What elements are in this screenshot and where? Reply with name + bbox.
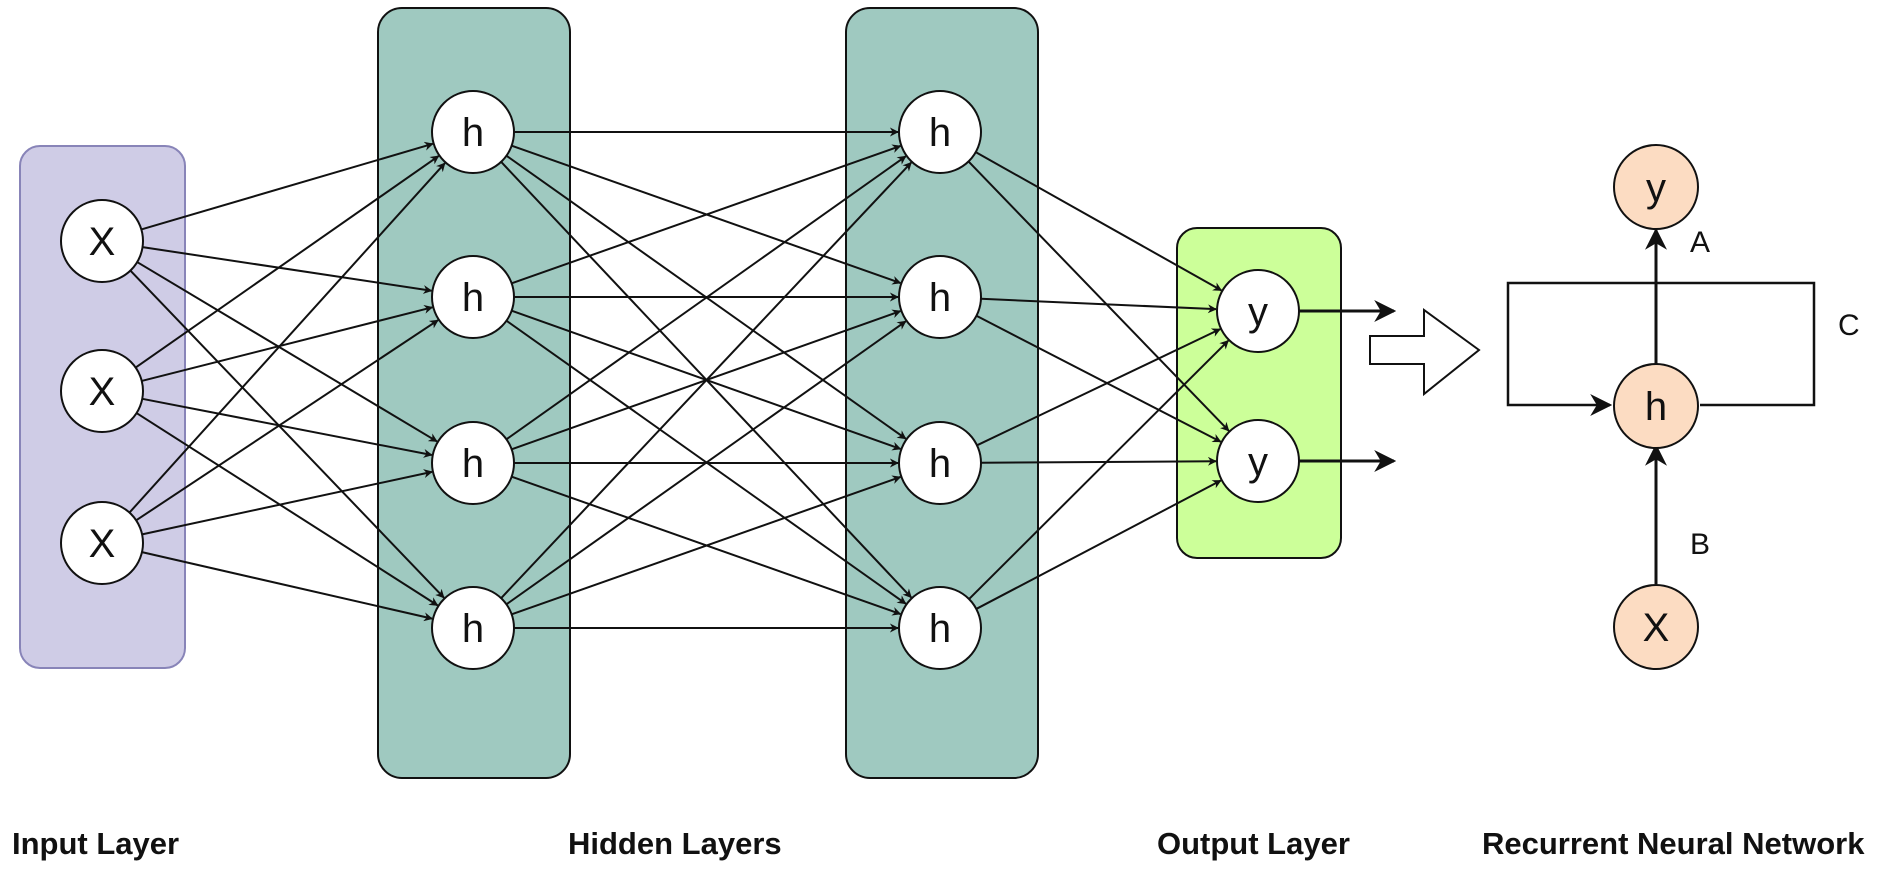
connection-l0-n1-to-n1: [141, 304, 434, 382]
hidden1-node-label: h: [462, 276, 484, 320]
connection-l2-n3-to-n0: [968, 339, 1229, 600]
hidden1-node-1: [431, 90, 515, 174]
rnn-input-node: [1613, 584, 1699, 670]
hidden2-node-3: [898, 421, 982, 505]
connection-l0-n0-to-n1: [142, 246, 433, 294]
network-nodes: X X Xh h h h h h h h y y: [60, 90, 1300, 670]
connection-l2-n1-to-n0: [980, 297, 1217, 314]
output-layer-title: Output Layer: [1157, 826, 1350, 861]
rnn-label-b: B: [1690, 528, 1710, 561]
hidden-layer-1-panel: [377, 7, 571, 779]
hidden-layers-title: Hidden Layers: [568, 826, 782, 861]
hidden2-node-label: h: [929, 442, 951, 486]
hidden1-node-2: [431, 255, 515, 339]
hidden2-node-label: h: [929, 276, 951, 320]
rnn-hidden-node: [1613, 363, 1699, 449]
hidden2-node-label: h: [929, 111, 951, 155]
hidden1-node-3: [431, 421, 515, 505]
connection-l0-n0-to-n2: [136, 261, 438, 443]
connection-l0-n1-to-n2: [142, 397, 433, 458]
hidden2-node-4: [898, 586, 982, 670]
connection-l2-n2-to-n0: [976, 328, 1221, 447]
input-node-1: [60, 199, 144, 283]
connection-l0-n2-to-n0: [128, 162, 446, 514]
network-connections: [128, 127, 1230, 633]
connection-l1-n3-to-n1: [505, 320, 907, 606]
connection-l0-n2-to-n3: [141, 551, 433, 622]
connection-l1-n3-to-n0: [500, 161, 912, 599]
rnn-output-node: [1613, 144, 1699, 230]
hidden1-node-label: h: [462, 111, 484, 155]
connection-l0-n2-to-n2: [141, 469, 433, 536]
rnn-label-a: A: [1690, 226, 1710, 259]
connection-l0-n0-to-n0: [141, 141, 434, 231]
hidden2-node-2: [898, 255, 982, 339]
connection-l1-n3-to-n2: [511, 475, 902, 616]
connection-l1-n2-to-n0: [505, 155, 907, 441]
hidden2-node-1: [898, 90, 982, 174]
rnn-title: Recurrent Neural Network: [1482, 826, 1865, 861]
hidden1-node-label: h: [462, 607, 484, 651]
hidden1-node-label: h: [462, 442, 484, 486]
output-node-label: y: [1248, 440, 1268, 484]
hidden-layer-2-panel: [845, 7, 1039, 779]
connection-l0-n1-to-n3: [136, 412, 439, 607]
input-layer-title: Input Layer: [12, 826, 180, 861]
rnn-recurrent-loop: [1506, 281, 1816, 416]
connection-l0-n0-to-n3: [129, 269, 445, 599]
connection-l1-n1-to-n0: [511, 144, 902, 285]
connection-l0-n2-to-n1: [135, 319, 439, 522]
connection-l2-n0-to-n0: [975, 151, 1223, 292]
input-node-3: [60, 501, 144, 585]
connection-l2-n3-to-n1: [975, 479, 1222, 610]
input-node-label: X: [89, 522, 116, 566]
hidden2-node-label: h: [929, 607, 951, 651]
input-node-label: X: [89, 220, 116, 264]
input-node-label: X: [89, 370, 116, 414]
rnn-hidden-node-label: h: [1645, 385, 1667, 429]
connection-l2-n0-to-n1: [967, 160, 1230, 432]
connection-l0-n1-to-n0: [135, 155, 440, 369]
input-node-2: [60, 349, 144, 433]
rnn-label-c: C: [1838, 309, 1860, 342]
connection-l2-n1-to-n1: [975, 314, 1222, 443]
output-node-label: y: [1248, 290, 1268, 334]
hidden1-node-4: [431, 586, 515, 670]
transform-arrow-icon: [1369, 308, 1481, 397]
rnn-output-node-label: y: [1646, 166, 1666, 210]
rnn-input-node-label: X: [1643, 606, 1670, 650]
connection-l2-n2-to-n1: [980, 456, 1217, 466]
